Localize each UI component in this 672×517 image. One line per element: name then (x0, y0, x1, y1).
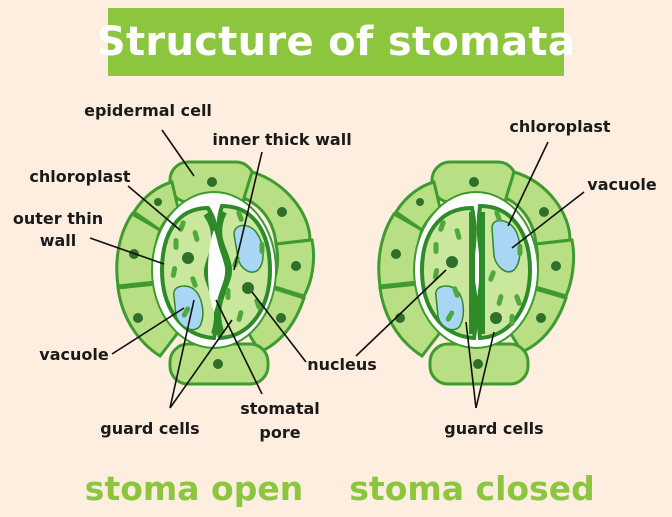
label-nucleus: nucleus (307, 355, 377, 374)
stoma-closed-figure (377, 160, 576, 386)
label-stomatal-pore-line1: stomatal (240, 399, 320, 418)
nucleus (182, 252, 194, 264)
label-outer-thin-wall-line1: outer thin (13, 209, 103, 228)
label-outer-thin-wall-line2: wall (40, 231, 77, 250)
label-inner-thick-wall: inner thick wall (212, 130, 351, 149)
leader-lines (89, 129, 585, 409)
caption-stoma-open: stoma open (85, 469, 303, 508)
nucleus (490, 312, 502, 324)
label-guard-cells: guard cells (100, 419, 199, 438)
nucleus (242, 282, 254, 294)
label-chloroplast: chloroplast (29, 167, 130, 186)
label-chloroplast: chloroplast (509, 117, 610, 136)
label-epidermal-cell: epidermal cell (84, 101, 212, 120)
label-vacuole: vacuole (587, 175, 657, 194)
nucleus (446, 256, 458, 268)
labels: epidermal cell inner thick wall chloropl… (13, 101, 657, 442)
label-guard-cells: guard cells (444, 419, 543, 438)
stoma-open-figure (115, 160, 316, 386)
vacuole (435, 285, 465, 331)
epidermal-nuclei (129, 177, 301, 369)
epidermal-nuclei (391, 177, 561, 369)
label-stomatal-pore-line2: pore (259, 423, 300, 442)
label-vacuole: vacuole (39, 345, 109, 364)
diagram-title: Structure of stomata (96, 19, 576, 65)
stomatal-pore (208, 230, 220, 312)
caption-stoma-closed: stoma closed (349, 469, 594, 508)
title-banner: Structure of stomata (97, 8, 575, 76)
